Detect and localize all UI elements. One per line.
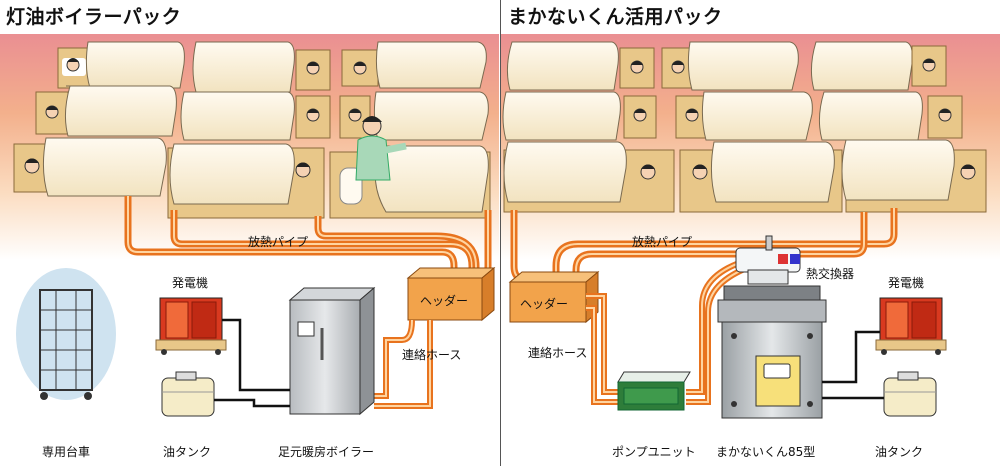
left-oil-line: [214, 398, 290, 408]
left-generator-cable: [222, 318, 290, 392]
futon: [180, 91, 331, 141]
futon: [167, 143, 325, 219]
left-pipe-label: 放熱パイプ: [248, 235, 309, 249]
caregiver-figure: [355, 116, 407, 181]
boiler-label: 足元暖房ボイラー: [278, 445, 375, 459]
right-radiant-pipe: [510, 208, 898, 282]
left-generator-label: 発電機: [172, 276, 209, 290]
right-header-box: [508, 270, 600, 324]
right-hose-label: 連絡ホース: [528, 346, 588, 360]
right-oil-tank: [883, 371, 937, 417]
futon: [506, 41, 655, 91]
left-connecting-hose: [374, 319, 433, 409]
heat-exchanger-label: 熱交換器: [806, 267, 855, 281]
right-panel-title: まかないくん活用パック: [508, 6, 723, 28]
right-header-label: ヘッダー: [520, 297, 569, 311]
futon: [679, 141, 843, 213]
right-futon-group: [502, 41, 987, 213]
futon: [35, 85, 177, 137]
futon: [341, 41, 487, 89]
left-oil-tank-label: 油タンク: [163, 445, 212, 459]
right-pipe-label: 放熱パイプ: [632, 235, 693, 249]
left-futon-group: [13, 41, 491, 219]
futon: [841, 139, 987, 213]
makanai-stove: [717, 285, 827, 419]
left-generator: [155, 297, 227, 355]
futon: [339, 91, 489, 141]
right-generator-label: 発電機: [888, 276, 925, 290]
cart-label: 専用台車: [42, 445, 91, 459]
right-generator-cable: [822, 330, 880, 384]
left-radiant-pipe: [124, 196, 492, 282]
left-header-box: [406, 266, 496, 322]
panel-divider: [500, 0, 501, 466]
heat-exchanger: [735, 235, 801, 285]
left-boiler: [288, 286, 376, 416]
futon: [661, 41, 799, 91]
futon: [57, 41, 185, 89]
cart-illustration: [16, 268, 116, 400]
left-hose-label: 連絡ホース: [402, 348, 462, 362]
right-oil-tank-label: 油タンク: [875, 445, 924, 459]
pump-unit-label: ポンプユニット: [612, 445, 696, 459]
futon: [503, 141, 675, 213]
futon: [13, 137, 167, 197]
futon: [675, 91, 813, 141]
futon: [818, 91, 963, 141]
futon: [329, 116, 491, 219]
left-oil-tank: [161, 371, 215, 417]
left-panel-title: 灯油ボイラーパック: [6, 6, 182, 28]
futon: [192, 41, 331, 93]
right-generator: [875, 297, 947, 355]
futon: [502, 91, 657, 141]
pump-unit: [617, 371, 691, 411]
stove-label: まかないくん85型: [716, 445, 816, 459]
futon: [810, 41, 947, 91]
left-header-label: ヘッダー: [420, 294, 469, 308]
